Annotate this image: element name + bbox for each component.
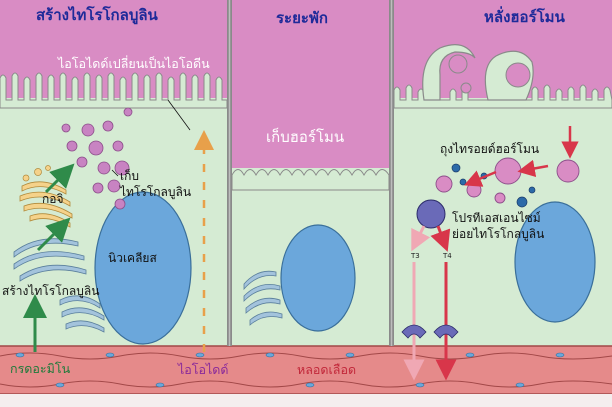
t3-arrow-1: [411, 225, 431, 252]
nucleus-1: [94, 191, 192, 345]
microvilli-panel-3: [393, 84, 612, 109]
protease-label-1: โปรทีเอสเอนไซม์: [452, 211, 541, 225]
t3-label: T3: [411, 252, 420, 260]
phagolysosome: [416, 199, 446, 229]
microvilli-panel-1: [0, 72, 228, 109]
store-hormone-label: เก็บฮอร์โมน: [266, 128, 345, 146]
er-to-golgi-arrow: [36, 217, 71, 252]
store-thyroglobulin-label-1: เก็บ: [120, 169, 139, 183]
nucleus-3: [514, 201, 596, 323]
rough-er: [13, 238, 105, 333]
synthesize-thyroglobulin-label: สร้างไทโรโกลบูลิน: [2, 284, 100, 298]
t4-label: T4: [443, 252, 452, 260]
microvilli-panel-2: [231, 169, 390, 191]
golgi-label: กอจิ: [42, 192, 64, 206]
iodide-pointer: [167, 99, 191, 131]
transporters: [401, 324, 459, 339]
fusion-arrow: [463, 170, 497, 187]
nucleus-label: นิวเคลียส: [108, 251, 157, 265]
iodide-to-iodine-label: ไอโอไดด์เปลี่ยนเป็นไอโอดีน: [58, 56, 210, 71]
hormone-vesicle-label: ถุงไทรอยด์ฮอร์โมน: [440, 142, 540, 156]
thyroglobulin-vesicles: [61, 107, 133, 210]
droplet-to-lysosome-arrow: [517, 159, 549, 178]
panel-title-synthesis: สร้างไทโรโกลบูลิน: [36, 6, 158, 24]
rough-er-2: [243, 270, 283, 326]
blood-vessel-label: หลอดเลือด: [297, 362, 357, 377]
panel-title-secretion: หลั่งฮอร์โมน: [484, 8, 565, 26]
protease-label-2: ย่อยไทโรโกลบูลิน: [452, 227, 545, 241]
panel-title-resting: ระยะพัก: [276, 9, 328, 27]
amino-acid-label: กรดอะมิโน: [10, 361, 71, 376]
iodide-label: ไอโอไดด์: [178, 362, 229, 377]
store-pointer: [111, 169, 119, 177]
golgi-to-vesicle-arrow: [44, 163, 75, 194]
t4-arrow-1: [430, 225, 451, 252]
endothelium: [0, 352, 612, 388]
store-thyroglobulin-label-2: ไทโรโกลบูลิน: [120, 185, 192, 199]
nucleus-2: [280, 224, 356, 332]
colloid-panel-2: [232, 0, 389, 170]
